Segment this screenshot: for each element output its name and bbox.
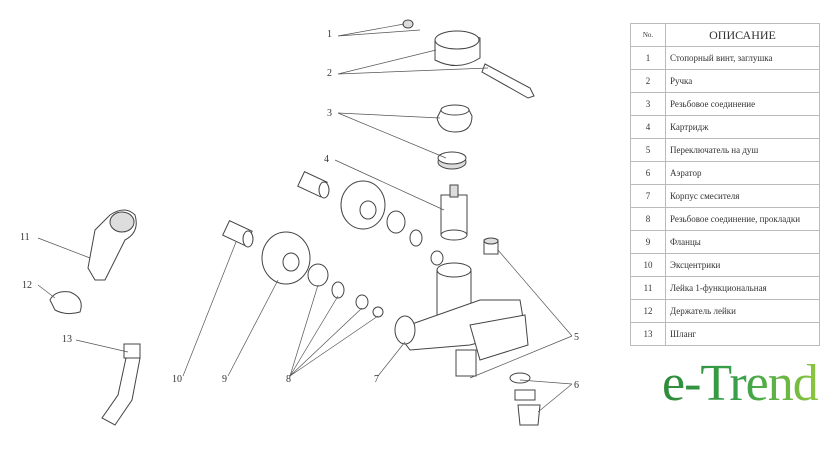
leader-lines <box>37 23 573 413</box>
hand-shower <box>87 209 137 281</box>
row-desc: Резьбовое соединение <box>665 92 820 116</box>
row-desc: Резьбовое соединение, прокладки <box>665 207 820 231</box>
row-desc: Картридж <box>665 115 820 139</box>
row-no: 7 <box>630 184 666 208</box>
row-no: 11 <box>630 276 666 300</box>
callout-4: 4 <box>324 154 329 165</box>
threaded-ring <box>437 151 467 170</box>
table-header: No. ОПИСАНИЕ <box>630 23 820 47</box>
row-no: 6 <box>630 161 666 185</box>
row-desc: Ручка <box>665 69 820 93</box>
row-no: 8 <box>630 207 666 231</box>
exploded-parts-diagram: 1 2 3 4 5 6 7 8 9 10 11 12 13 <box>20 19 579 426</box>
row-no: 13 <box>630 322 666 346</box>
callout-5: 5 <box>574 332 579 343</box>
row-desc: Лейка 1-функциональная <box>665 276 820 300</box>
callout-2: 2 <box>327 68 332 79</box>
row-desc: Фланцы <box>665 230 820 254</box>
shower-holder <box>49 291 82 315</box>
aerators <box>509 372 541 426</box>
row-no: 3 <box>630 92 666 116</box>
row-desc: Эксцентрики <box>665 253 820 277</box>
set-screw-plug <box>402 19 414 29</box>
callout-8: 8 <box>286 374 291 385</box>
callout-7: 7 <box>374 374 379 385</box>
row-no: 2 <box>630 69 666 93</box>
callout-13: 13 <box>62 334 72 345</box>
row-desc: Корпус смесителя <box>665 184 820 208</box>
row-desc: Аэратор <box>665 161 820 185</box>
callout-11: 11 <box>20 232 30 243</box>
callout-12: 12 <box>22 280 32 291</box>
row-no: 12 <box>630 299 666 323</box>
row-desc: Шланг <box>665 322 820 346</box>
row-no: 4 <box>630 115 666 139</box>
row-no: 9 <box>630 230 666 254</box>
row-no: 5 <box>630 138 666 162</box>
callout-6: 6 <box>574 380 579 391</box>
eccentrics <box>222 171 330 248</box>
row-desc: Переключатель на душ <box>665 138 820 162</box>
cartridge <box>440 184 468 241</box>
callout-10: 10 <box>172 374 182 385</box>
row-no: 10 <box>630 253 666 277</box>
row-desc: Держатель лейки <box>665 299 820 323</box>
etrend-logo: e-Trend <box>662 355 819 412</box>
shower-switch <box>483 237 499 255</box>
threaded-connections-gaskets <box>307 210 444 318</box>
row-no: 1 <box>630 46 666 70</box>
header-no: No. <box>630 23 666 47</box>
callout-1: 1 <box>327 29 332 40</box>
header-description: ОПИСАНИЕ <box>665 23 820 47</box>
callout-9: 9 <box>222 374 227 385</box>
row-desc: Стопорный винт, заглушка <box>665 46 820 70</box>
threaded-cap <box>436 104 473 133</box>
handle <box>434 30 535 99</box>
flanges <box>261 180 386 285</box>
mixer-body <box>394 262 529 377</box>
hose <box>101 343 141 426</box>
callout-3: 3 <box>327 108 332 119</box>
